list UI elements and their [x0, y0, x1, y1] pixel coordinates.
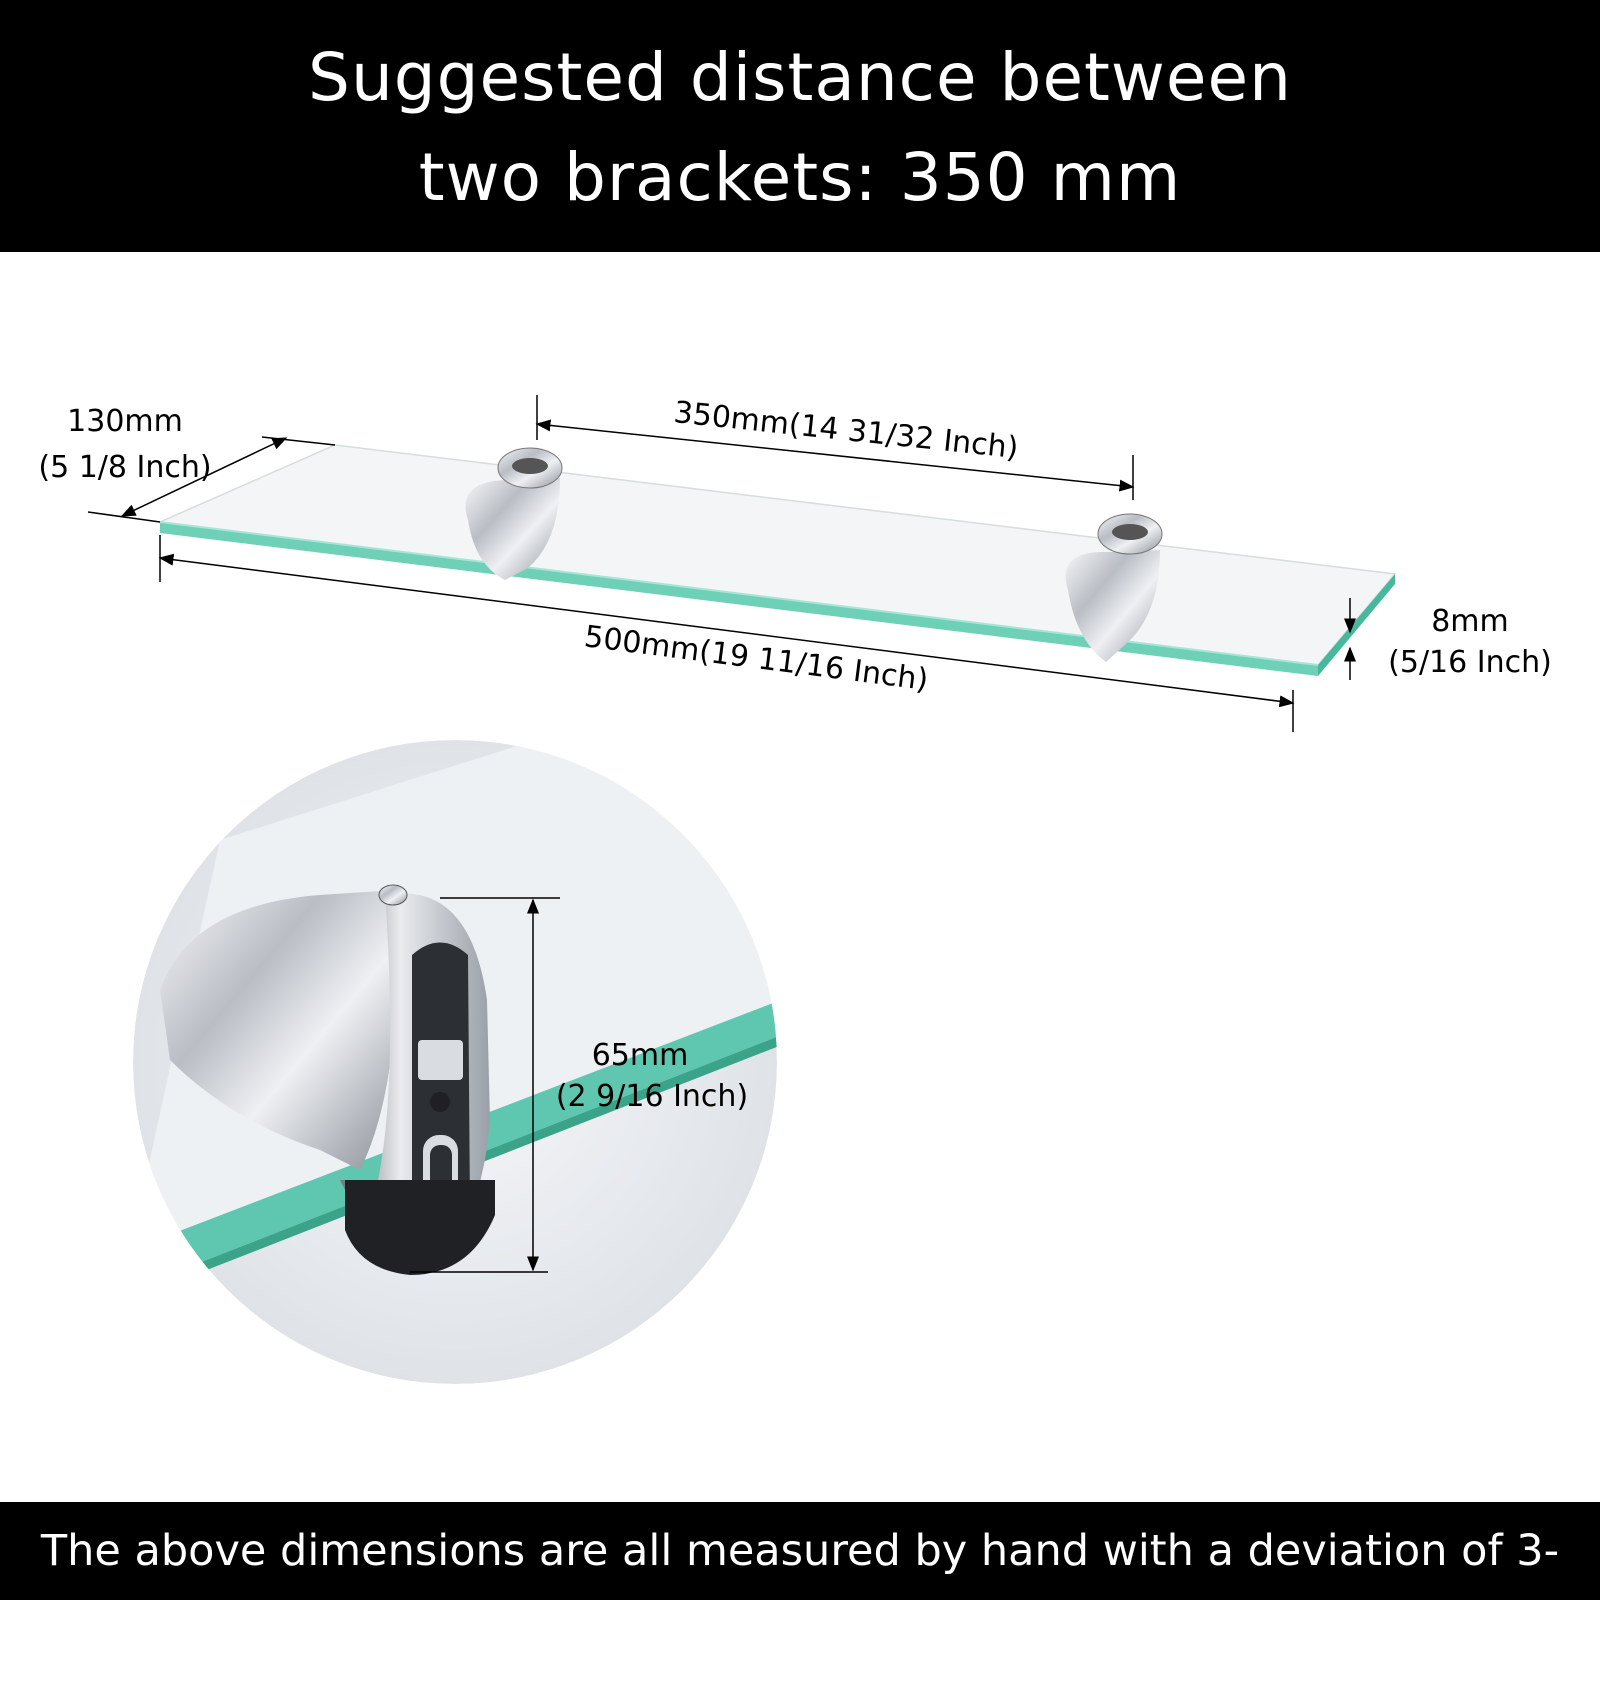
bracket-height-label-inch: (2 9/16 Inch)	[556, 1079, 748, 1114]
length-dimension	[158, 535, 1295, 732]
header-line-1: Suggested distance between	[308, 39, 1292, 116]
depth-label-inch: (5 1/8 Inch)	[38, 450, 211, 485]
bracket-height-dimension	[410, 897, 560, 1273]
depth-dimension	[87, 436, 336, 523]
length-label: 500mm(19 11/16 Inch)	[582, 619, 930, 698]
depth-label-mm: 130mm	[67, 404, 183, 439]
spacing-label: 350mm(14 31/32 Inch)	[672, 395, 1020, 466]
header-line-2: two brackets: 350 mm	[418, 139, 1182, 216]
thickness-label-inch: (5/16 Inch)	[1388, 645, 1552, 680]
bracket-height-label-mm: 65mm	[592, 1038, 689, 1073]
header-banner: Suggested distance between two brackets:…	[0, 0, 1600, 252]
shelf-diagram: 130mm (5 1/8 Inch) 350mm(14 31/32 Inch) …	[38, 395, 1552, 1384]
glass-shelf	[157, 444, 1397, 676]
spacing-dimension	[535, 395, 1135, 500]
bracket-closeup	[133, 740, 777, 1384]
thickness-label-mm: 8mm	[1431, 604, 1509, 639]
footer-note: The above dimensions are all measured by…	[40, 1526, 1560, 1674]
footer-banner: The above dimensions are all measured by…	[0, 1502, 1600, 1674]
